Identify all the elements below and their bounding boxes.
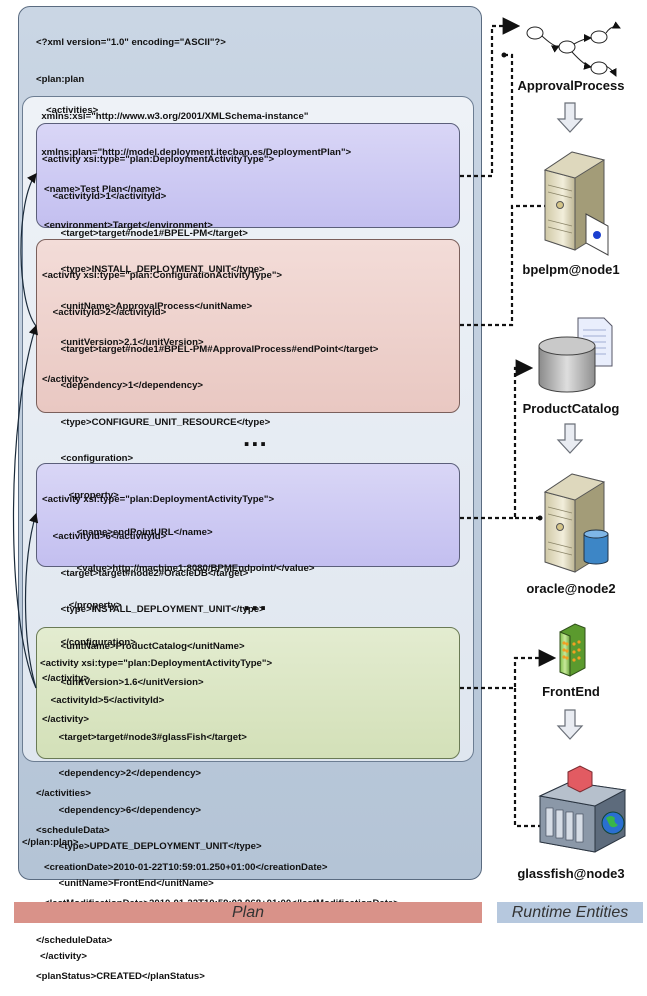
component-icon	[559, 623, 586, 677]
activity-6-box	[36, 463, 460, 567]
xml-line: <target>target#node1#BPEL-PM#ApprovalPro…	[42, 343, 379, 355]
xml-line: <activityId>1</activityId>	[42, 191, 167, 203]
activity-2-box	[36, 239, 460, 413]
activities-open-tag: <activities>	[46, 105, 99, 116]
xml-line: <activityId>6</activityId>	[42, 531, 167, 543]
oracle-node-label: oracle@node2	[526, 581, 616, 596]
xml-line: <dependency>2</dependency>	[40, 768, 202, 780]
xml-line: <target>target#node3#glassFish</target>	[40, 731, 247, 743]
xml-line: <creationDate>2010-01-22T10:59:01.250+01…	[36, 861, 328, 873]
ellipsis-2: ...	[243, 586, 268, 616]
xml-line: <unitName>ProductCatalog</unitName>	[42, 640, 245, 652]
xml-line: <type>INSTALL_DEPLOYMENT_UNIT</type>	[42, 264, 265, 276]
down-arrow-icon	[556, 709, 584, 740]
server-icon-node1	[543, 151, 609, 256]
dependency-5-on-6	[24, 512, 39, 689]
xml-line: </activities>	[36, 788, 91, 800]
plan-closing-tag: </plan:plan>	[22, 837, 79, 848]
xml-line: <type>INSTALL_DEPLOYMENT_UNIT</type>	[42, 604, 265, 616]
server-rack-icon-node3	[538, 765, 627, 853]
product-catalog-label: ProductCatalog	[522, 401, 620, 416]
runtime-connectors	[460, 17, 557, 828]
xml-line: <activity xsi:type="plan:DeploymentActiv…	[40, 658, 273, 670]
down-arrow-icon	[556, 423, 584, 454]
xml-line: <unitVersion>2.1</unitVersion>	[42, 337, 204, 349]
xml-line: <name>Test Plan</name>	[36, 183, 162, 195]
xml-line: <activity xsi:type="plan:DeploymentActiv…	[42, 494, 275, 506]
workflow-icon	[526, 21, 621, 77]
runtime-entities-bar: Runtime Entities	[497, 902, 643, 923]
connector-front-end	[460, 649, 557, 690]
xml-line: </activity>	[42, 714, 89, 726]
dependency-arrows	[12, 173, 39, 689]
approval-process-label: ApprovalProcess	[517, 78, 625, 93]
xml-line: </property>	[42, 599, 122, 611]
connector-glassfish-node	[513, 688, 548, 828]
activity-2-xml: <activity xsi:type="plan:ConfigurationAc…	[42, 246, 378, 698]
activity-1-box	[36, 123, 460, 228]
xml-line: <environment>Target</environment>	[36, 220, 213, 232]
glassfish-node-label: glassfish@node3	[517, 866, 625, 881]
xml-line: <activityId>2</activityId>	[42, 307, 167, 319]
xml-line: <value>http://machine1:8080/BPMEndpoint/…	[42, 563, 315, 575]
xml-line: <type>UPDATE_DEPLOYMENT_UNIT</type>	[40, 841, 262, 853]
xml-line: <property>	[42, 490, 119, 502]
xml-line: <activity xsi:type="plan:ConfigurationAc…	[42, 270, 283, 282]
dependency-2-on-1	[20, 173, 37, 327]
xml-line: </activity>	[42, 673, 89, 685]
xml-line: <target>target#node2#OracleDB</target>	[42, 567, 249, 579]
xml-line: <planStatus>CREATED</planStatus>	[36, 971, 205, 983]
server-icon-node2	[543, 473, 609, 573]
connector-bpelpm-node	[460, 204, 548, 327]
activity-5-box	[36, 627, 460, 759]
connector-product-catalog	[460, 359, 534, 520]
xml-line: <dependency>1</dependency>	[42, 380, 204, 392]
down-arrow-icon	[556, 102, 584, 133]
bpelpm-node-label: bpelpm@node1	[522, 262, 620, 277]
xml-line: <target>target#node1#BPEL-PM</target>	[42, 227, 248, 239]
xml-line: xmlns:xsi="http://www.w3.org/2001/XMLSch…	[36, 110, 309, 122]
xml-line: <unitName>ApprovalProcess</unitName>	[42, 300, 253, 312]
xml-line: <unitVersion>1.6</unitVersion>	[42, 677, 204, 689]
xml-line: <unitName>FrontEnd</unitName>	[40, 878, 214, 890]
front-end-label: FrontEnd	[542, 684, 600, 699]
xml-line: <activity xsi:type="plan:DeploymentActiv…	[42, 154, 275, 166]
xml-line: <activityId>5</activityId>	[40, 695, 165, 707]
xml-line: </scheduleData>	[36, 934, 113, 946]
xml-line: <name>endPointURL</name>	[42, 526, 213, 538]
database-icon	[538, 317, 613, 393]
xml-line: <type>CONFIGURE_UNIT_RESOURCE</type>	[42, 416, 271, 428]
activity-1-xml: <activity xsi:type="plan:DeploymentActiv…	[42, 130, 274, 398]
xml-line: </configuration>	[42, 636, 136, 648]
connector-approval-to-node	[504, 53, 514, 200]
dependency-5-on-2	[12, 324, 39, 689]
xml-line: <plan:plan	[36, 74, 85, 86]
xml-line: <scheduleData>	[36, 825, 110, 837]
plan-bar: Plan	[14, 902, 482, 923]
xml-line: <dependency>6</dependency>	[40, 804, 202, 816]
down-arrows	[556, 102, 584, 740]
xml-line: </activity>	[42, 374, 89, 386]
xml-line: <configuration>	[42, 453, 134, 465]
xml-line: <?xml version="1.0" encoding="ASCII"?>	[36, 37, 226, 49]
activity-6-xml: <activity xsi:type="plan:DeploymentActiv…	[42, 470, 274, 738]
ellipsis-1: ...	[243, 422, 268, 452]
plan-header-xml: <?xml version="1.0" encoding="ASCII"?> <…	[36, 13, 351, 245]
connector-approval-process	[460, 17, 521, 178]
xml-line: xmlns:plan="http://model.deployment.itec…	[36, 147, 352, 159]
diagram-overlay	[12, 17, 627, 853]
